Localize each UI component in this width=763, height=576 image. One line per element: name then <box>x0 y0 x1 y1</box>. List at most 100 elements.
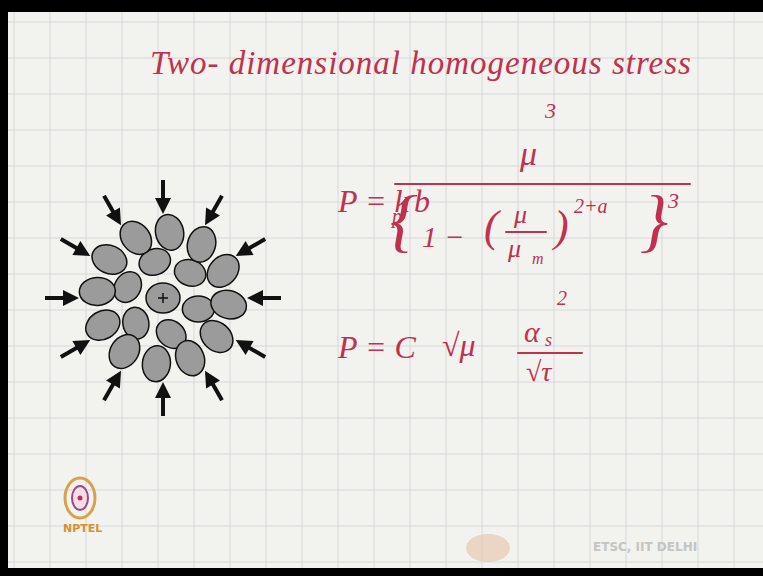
arrow-head <box>72 333 94 355</box>
label-holder: ( <box>484 205 499 249</box>
grid-line <box>302 12 303 568</box>
particle <box>141 344 173 383</box>
center-mark <box>158 293 168 303</box>
equation-term: } <box>640 186 668 256</box>
grid-line <box>8 562 763 563</box>
equation-term: μ <box>514 199 527 230</box>
label-holder: ) <box>554 205 569 249</box>
fraction-bar <box>506 231 546 233</box>
slide-title: Two- dimensional homogeneous stress <box>150 44 692 84</box>
arrow-shaft <box>45 296 65 300</box>
arrow-shaft <box>61 347 78 357</box>
grid-line <box>518 12 519 568</box>
label-holder: α <box>524 314 540 350</box>
label-holder: μ <box>508 233 521 264</box>
grid-line <box>734 12 735 568</box>
arrow-shaft <box>61 239 78 249</box>
equation-term: √μ <box>442 326 476 364</box>
equation-term: 3 <box>545 98 556 124</box>
equation-term: 2+a <box>574 194 608 218</box>
arrow-head <box>198 207 220 229</box>
granular-assembly <box>79 212 250 383</box>
load-arrow <box>155 180 171 214</box>
grid-line <box>8 22 763 23</box>
fraction-bar <box>518 352 582 354</box>
label-holder: { <box>390 186 418 256</box>
arrow-head <box>232 333 254 355</box>
equation-term: √τ <box>526 355 551 389</box>
equation-term: α <box>524 314 540 350</box>
particle <box>171 336 210 380</box>
grid-line <box>662 12 663 568</box>
load-arrows <box>45 180 281 416</box>
logo-dot <box>78 496 83 501</box>
particle <box>80 304 125 346</box>
load-arrow <box>198 192 229 229</box>
arrow-head <box>155 382 171 398</box>
label-holder: s <box>545 330 552 352</box>
load-arrow <box>97 192 128 229</box>
load-arrow <box>232 333 269 364</box>
load-arrow <box>198 367 229 404</box>
arrow-shaft <box>161 180 165 200</box>
grid-line <box>8 130 763 131</box>
logo-core <box>72 486 88 510</box>
arrow-shaft <box>248 239 265 249</box>
equation-term: μ <box>508 233 521 264</box>
grid-line <box>8 454 763 455</box>
grid-line <box>626 12 627 568</box>
grid-line <box>554 12 555 568</box>
label-holder: } <box>640 186 668 256</box>
board <box>8 12 763 568</box>
hand-blur <box>466 534 510 562</box>
nptel-logo <box>65 478 95 518</box>
grid-line <box>8 382 763 383</box>
equation-term: ) <box>554 205 569 249</box>
label-holder: m <box>532 249 544 268</box>
equation-term: s <box>545 330 552 352</box>
arrow-head <box>232 241 254 263</box>
equation-term: { <box>390 186 418 256</box>
load-arrow <box>57 333 94 364</box>
grid-line <box>50 12 51 568</box>
grid-line <box>14 12 15 568</box>
grid-line <box>8 418 763 419</box>
equation-term: P = C <box>338 328 416 366</box>
grid-line <box>482 12 483 568</box>
load-arrow <box>247 290 281 306</box>
load-arrow <box>232 232 269 263</box>
logo-ring <box>65 478 95 518</box>
arrow-shaft <box>261 296 281 300</box>
grid-line <box>410 12 411 568</box>
grid-line <box>446 12 447 568</box>
equation-term: μ <box>520 134 537 175</box>
fraction-bar <box>395 183 690 185</box>
load-arrow <box>57 232 94 263</box>
arrow-head <box>72 241 94 263</box>
arrow-head <box>63 290 79 306</box>
grid-line <box>374 12 375 568</box>
equation-term: ( <box>484 205 499 249</box>
grid-line <box>8 526 763 527</box>
logo-text: NPTEL <box>63 522 102 535</box>
particle <box>146 283 180 313</box>
grid-line <box>590 12 591 568</box>
title-holder: Two- dimensional homogeneous stress <box>150 44 692 84</box>
equation-term: 3 <box>668 188 679 214</box>
label-holder: P = C <box>338 328 416 366</box>
particle <box>182 296 214 322</box>
label-holder: μ <box>520 134 537 175</box>
equation-term: 2 <box>557 286 567 310</box>
arrow-head <box>155 198 171 214</box>
arrow-shaft <box>161 396 165 416</box>
watermark: ETSC, IIT DELHI <box>593 540 697 554</box>
label-holder: √μ <box>442 326 476 364</box>
arrow-head <box>106 207 128 229</box>
label-holder: 2 <box>557 286 567 310</box>
arrow-head <box>106 367 128 389</box>
equation-term: 1 − <box>422 219 465 255</box>
equation-term: m <box>532 249 544 268</box>
label-holder: 1 − <box>422 219 465 255</box>
